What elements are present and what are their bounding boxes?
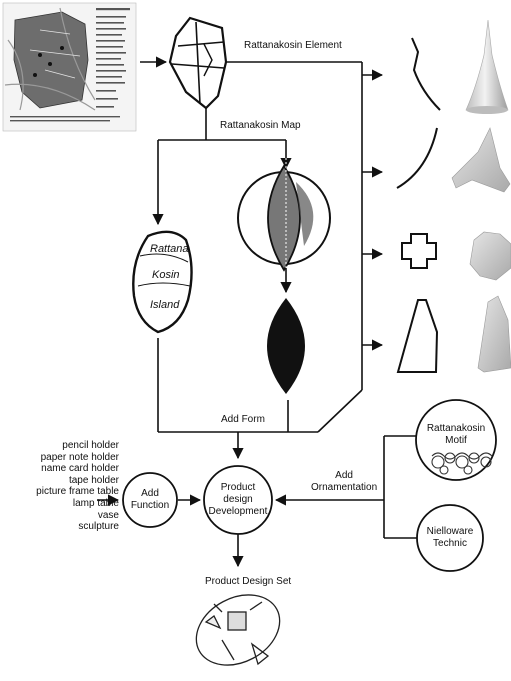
leaf-shape <box>267 298 305 394</box>
element-connector <box>226 61 384 433</box>
add-function-circle <box>122 472 178 528</box>
island-sketch: Rattana Kosin Island <box>132 230 193 334</box>
motif-label: Rattanakosin Motif <box>426 423 486 446</box>
niello-label: Nielloware Technic <box>426 526 474 549</box>
stupa-render <box>465 19 509 114</box>
map-thumbnail <box>2 2 137 132</box>
map-label: Rattanakosin Map <box>220 120 301 131</box>
function-item: name card holder <box>41 463 119 475</box>
wedge-render <box>477 295 511 373</box>
function-item: paper note holder <box>40 451 119 463</box>
motif-pattern <box>431 452 493 475</box>
trapezoid-outline-shape <box>396 299 439 373</box>
form-connector <box>157 338 318 460</box>
add-form-label: Add Form <box>221 414 265 425</box>
island-text-1: Rattana <box>150 243 189 255</box>
curve-line-shape <box>411 37 441 111</box>
vesica-circles <box>237 158 331 278</box>
arc-line-shape <box>396 127 438 189</box>
map-legend <box>10 8 130 122</box>
add-ornamentation-label: Add Ornamentation <box>311 470 378 493</box>
function-item: sculpture <box>78 521 119 533</box>
element-label: Rattanakosin Element <box>244 40 342 51</box>
function-item: tape holder <box>68 474 119 486</box>
function-connectors <box>97 435 417 568</box>
function-list: pencil holder paper note holder name car… <box>36 440 119 533</box>
function-item: vase <box>97 509 119 521</box>
element-shape <box>168 16 228 110</box>
add-function-label: Add Function <box>130 488 170 511</box>
map-branch-connector <box>152 108 292 226</box>
product-set-label: Product Design Set <box>205 576 292 587</box>
product-set-sketch <box>195 594 281 666</box>
function-item: pencil holder <box>62 440 119 451</box>
cross-block-render <box>469 231 511 281</box>
function-item: lamp table <box>72 497 119 509</box>
cross-outline-shape <box>401 233 437 269</box>
product-center-label: Product design Development <box>208 482 268 517</box>
island-text-2: Kosin <box>152 269 180 281</box>
island-text-3: Island <box>150 299 180 311</box>
function-item: picture frame table <box>36 486 119 498</box>
arch-render <box>451 127 511 193</box>
motif-circle <box>415 399 497 481</box>
